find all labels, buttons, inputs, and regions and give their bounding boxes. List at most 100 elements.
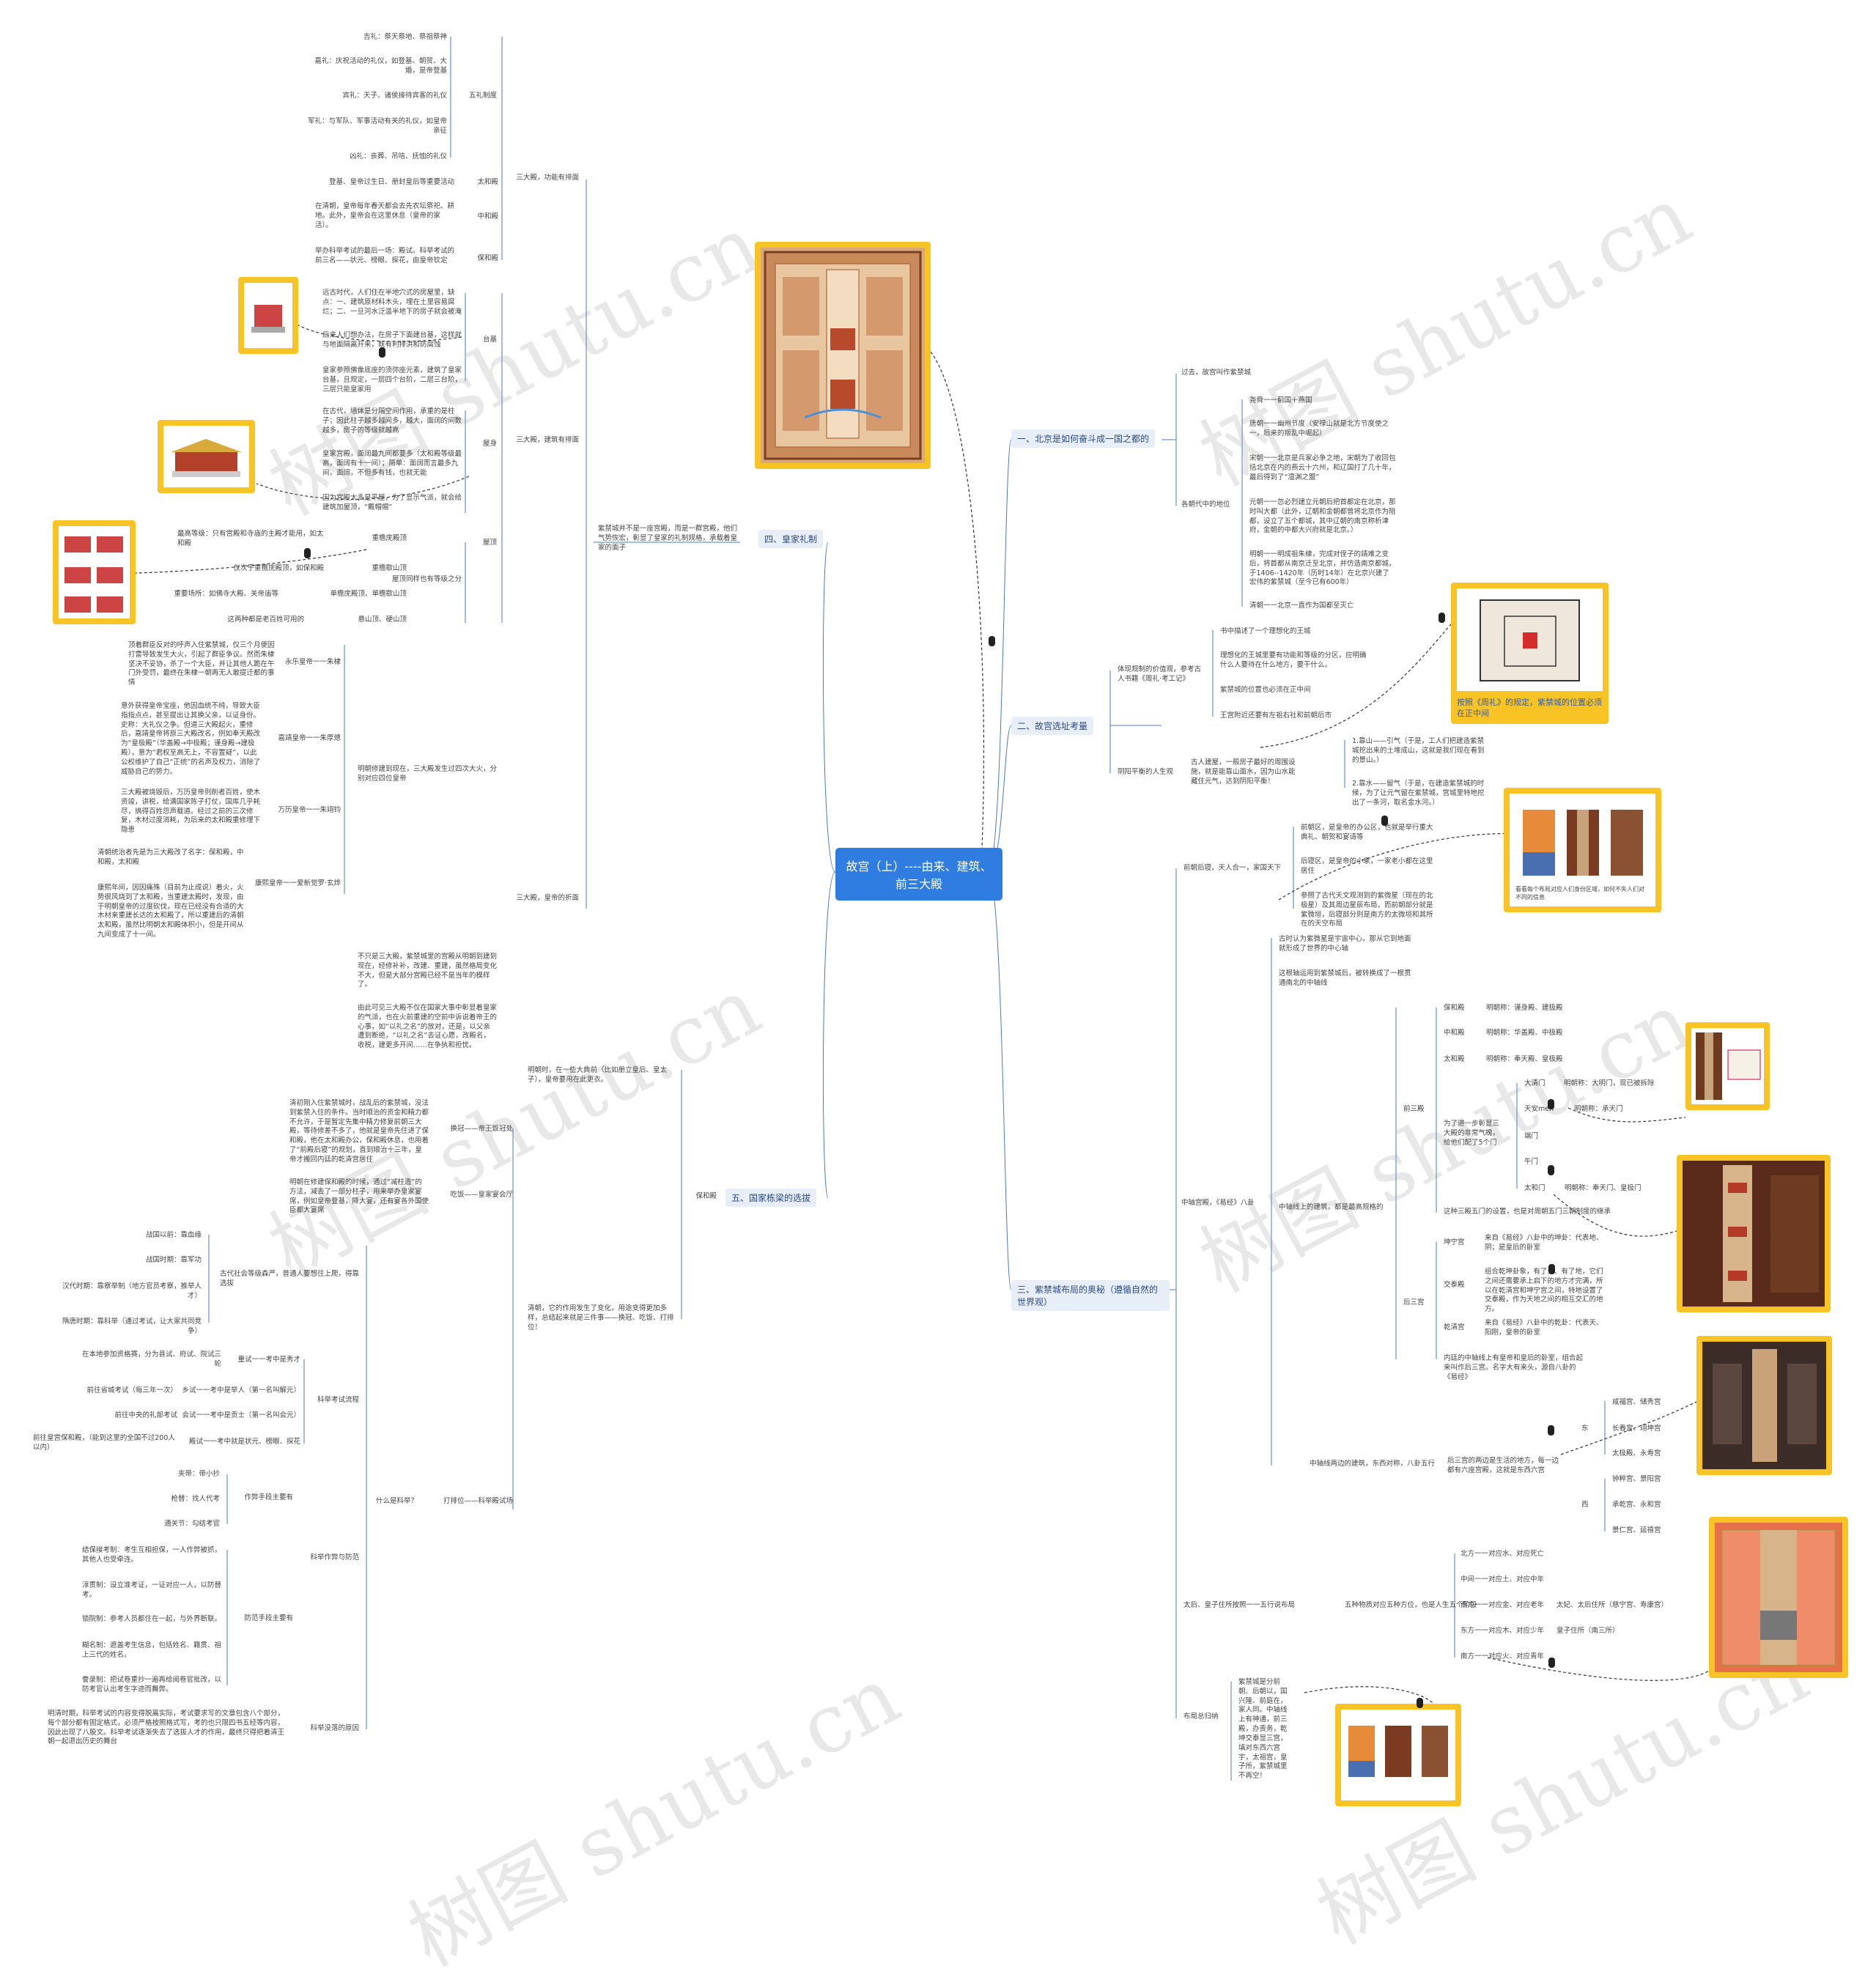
node-emp-3-desc[interactable]: 康熙年间，因因痛殊（目前为止成说）着火，火势很风烧到了太和殿，当重建太殿时，发现… — [97, 884, 244, 939]
node-base-label[interactable]: 台基 — [482, 336, 497, 344]
node-roof-2-b[interactable]: 单檐庑殿顶、单檐歇山顶 — [330, 590, 407, 598]
node-proc-3-b[interactable]: 殿试一一考中就是状元、榜眼、探花 — [188, 1438, 300, 1446]
branch-rites[interactable]: 四、皇家礼制 — [758, 530, 824, 548]
node-east-2[interactable]: 太极殿、永寿宫 — [1612, 1449, 1661, 1457]
node-process-label[interactable]: 科举考试流程 — [317, 1396, 359, 1404]
node-emp-0[interactable]: 永乐皇帝一一朱棣 — [284, 658, 341, 666]
node-three-2-sub[interactable]: 明朝称：奉天殿、皇极殿 — [1486, 1055, 1563, 1063]
node-west-1[interactable]: 承乾宫、永和宫 — [1612, 1501, 1661, 1509]
node-side-desc[interactable]: 后三宫的两边是生活的地方，每一边都有六座宫殿，这就是东西六宫 — [1447, 1457, 1559, 1474]
node-east-label[interactable]: 东 — [1581, 1425, 1589, 1433]
node-conclusion-1[interactable]: 不只是三大殿，紫禁城里的宫殿从明朝到建到现在，经修补补，改建、重建，虽然格局变化… — [358, 953, 498, 989]
node-el-4[interactable]: 南方一一对应火、对应青年 — [1460, 1652, 1545, 1660]
node-emp-2[interactable]: 万历皇帝一一朱翊钧 — [278, 806, 341, 814]
node-qing-note[interactable]: 清朝统治者先是为三大殿改了名字：保和殿，中和殿，太和殿 — [97, 849, 244, 866]
node-proc-2-b[interactable]: 会试一一考中是贡士（第一名叫会元） — [182, 1411, 300, 1419]
node-decline-text[interactable]: 明清时期，科举考试的内容变得脱离实际，考试要求写的文章包含八个部分，每个部分都有… — [48, 1710, 285, 1746]
node-fengshui-label[interactable]: 阴阳平衡的人生观 — [1118, 768, 1174, 776]
node-roof-3-b[interactable]: 悬山顶、硬山顶 — [358, 616, 407, 624]
node-body-label[interactable]: 屋身 — [482, 440, 497, 448]
node-gates-note[interactable]: 这种三殿五门的设置，也是对周朝五门三朝制度的继承 — [1444, 1208, 1611, 1216]
node-ancient-1[interactable]: 战国时期：靠军功 — [145, 1256, 202, 1264]
node-past[interactable]: 过去，故宫叫作紫禁城 — [1181, 369, 1252, 377]
node-axis-label[interactable]: 中轴宫殿，《易经》八卦 — [1181, 1199, 1255, 1207]
node-dyn-1[interactable]: 唐朝一一幽州节度（安禄山就是北方节度使之一，后来的叛乱中崛起） — [1249, 420, 1389, 437]
root-topic[interactable]: 故宫（上）----由来、建筑、前三大殿 — [835, 848, 1002, 901]
node-thing-0-desc[interactable]: 清初刚入住紫禁城时，战乱后的紫禁城，没法到紫禁入住的条件。当时顺治的资金和精力都… — [289, 1099, 429, 1164]
node-rites-0[interactable]: 书中描述了一个理想化的王城 — [1220, 627, 1311, 635]
node-body-0[interactable]: 在古代，墙体是分隔空间作用，承重的是柱子；因此柱子越多越间多，越大，面阔的间数越… — [322, 407, 462, 435]
node-hall-2-desc[interactable]: 举办科举考试的最后一场：殿试。科举考试的前三名——状元、榜眼、探花，由皇帝钦定 — [315, 247, 455, 265]
node-dynasty-label[interactable]: 各朝代中的地位 — [1181, 500, 1230, 509]
node-front-2[interactable]: 参照了古代天文观测到的紫微星（现在的北极星）及其周边星辰布局，而前朝部分就是紫微… — [1301, 892, 1433, 928]
collapse-dot[interactable] — [1548, 1099, 1554, 1109]
node-gate-1-sub[interactable]: 明朝称：承天门 — [1574, 1105, 1623, 1113]
node-roof-1-b[interactable]: 重檐歇山顶 — [372, 564, 407, 572]
node-proc-0-a[interactable]: 在本地参加资格赛，分为县试、府试、院试三轮 — [82, 1350, 222, 1368]
node-gate-0[interactable]: 大清门 — [1524, 1079, 1546, 1087]
node-west-label[interactable]: 西 — [1581, 1501, 1589, 1509]
node-roof-2-a[interactable]: 重要场所：如佛寺大殿、关帝庙等 — [174, 590, 278, 598]
node-east-0[interactable]: 咸福宫、储秀宫 — [1612, 1398, 1661, 1406]
node-hall-0[interactable]: 太和殿 — [477, 178, 498, 186]
collapse-dot[interactable] — [1548, 1165, 1554, 1175]
node-cheat-label[interactable]: 科举作弊与防范 — [310, 1553, 359, 1562]
node-roof-main[interactable]: 屋顶同样也有等级之分 — [391, 575, 462, 583]
node-back-1-sub[interactable]: 组合乾坤卦象，有了天、有了地，它们之间还需要承上启下的地方才完满，所以在乾清宫和… — [1485, 1268, 1603, 1314]
node-hall-2[interactable]: 保和殿 — [477, 254, 498, 262]
node-back-0-sub[interactable]: 来自《易经》八卦中的坤卦：代表地、阴；是皇后的卧室 — [1485, 1234, 1603, 1252]
node-side-label[interactable]: 中轴线两边的建筑，东西对称，八卦五行 — [1310, 1460, 1436, 1468]
node-emp-1[interactable]: 嘉靖皇帝一一朱厚熜 — [278, 734, 341, 742]
node-gate-4-sub[interactable]: 明朝称：奉天门、皇极门 — [1565, 1184, 1642, 1192]
node-b5-intro[interactable]: 明朝时，在一些大典前（比如册立皇后、皇太子），皇帝要用在此更衣。 — [528, 1066, 668, 1084]
collapse-dot[interactable] — [379, 347, 385, 358]
node-rite-4[interactable]: 凶礼：丧葬、吊唁、抚恤的礼仪 — [349, 152, 447, 160]
node-conclusion-2[interactable]: 由此可见三大殿不仅在国家大事中彰显着皇家的气派，也在火前重建的空前中诉说着帝王的… — [358, 1004, 498, 1050]
node-method-1[interactable]: 枪替：找人代考 — [171, 1495, 220, 1503]
node-gate-2[interactable]: 端门 — [1524, 1132, 1539, 1140]
node-methods-label[interactable]: 作弊手段主要有 — [244, 1493, 293, 1501]
node-el-0[interactable]: 北方一一对应水、对应死亡 — [1460, 1550, 1545, 1558]
node-three-1-sub[interactable]: 明朝称：华盖殿、中极殿 — [1486, 1029, 1563, 1037]
node-back-1[interactable]: 交泰殿 — [1444, 1281, 1465, 1289]
node-thing-2[interactable]: 打排位——科举殿试场 — [443, 1497, 513, 1505]
node-front-1[interactable]: 后寝区，是皇帝的小家，一家老小都在这里居住 — [1301, 857, 1433, 875]
node-rite-1[interactable]: 嘉礼：庆祝活动的礼仪，如登基、朝贺、大婚，是帝登基 — [314, 57, 447, 75]
node-gate-4[interactable]: 太和门 — [1524, 1184, 1546, 1192]
branch-selection[interactable]: 五、国家栋梁的选拔 — [725, 1189, 817, 1207]
collapse-dot[interactable] — [1381, 816, 1388, 826]
collapse-dot[interactable] — [1548, 1264, 1555, 1274]
collapse-dot[interactable] — [989, 636, 995, 646]
node-emp-1-desc[interactable]: 意外获得皇帝宝座，他因血统不纯，导致大臣指指点点，甚至提出让其换父亲，以证身份。… — [121, 702, 261, 776]
node-back-note[interactable]: 内廷的中轴线上有皇帝和皇后的卧室，组合起来叫作后三宫。名字大有来头，源自八卦的《… — [1444, 1354, 1584, 1381]
node-func-label[interactable]: 三大殿，功能有排面 — [516, 174, 579, 182]
node-gate-3[interactable]: 午门 — [1524, 1158, 1539, 1166]
node-el-3-r[interactable]: 皇子住所（南三所） — [1556, 1627, 1620, 1635]
node-back-0[interactable]: 坤宁宫 — [1444, 1238, 1465, 1246]
node-summary-label[interactable]: 布局总归纳 — [1183, 1712, 1219, 1721]
node-hall-1[interactable]: 中和殿 — [477, 213, 498, 221]
node-three-1[interactable]: 中和殿 — [1444, 1029, 1465, 1037]
node-east-1[interactable]: 长春宫、翊坤宫 — [1612, 1425, 1661, 1433]
collapse-dot[interactable] — [1548, 1425, 1554, 1435]
node-base-0[interactable]: 远古时代，人们住在半地穴式的房屋里，缺点：一、建筑原材料木头，埋在土里容易腐烂；… — [322, 289, 462, 316]
node-thing-1[interactable]: 吃饭——皇家宴会厅 — [450, 1191, 513, 1199]
node-axis-mid[interactable]: 中轴线上的建筑，都是最高规格的 — [1279, 1203, 1384, 1211]
node-gates-label[interactable]: 前三殿 — [1403, 1105, 1425, 1113]
node-b5-hall[interactable]: 保和殿 — [695, 1192, 717, 1200]
node-base-1[interactable]: 后来人们想办法，在房子下面建台基，这样就与地面隔离开来，既有利排洪和防腐蚀 — [322, 331, 462, 349]
node-rite-2[interactable]: 宾礼：天子、诸侯接待宾客的礼仪 — [342, 92, 447, 100]
node-prevent-4[interactable]: 誊录制：把试卷重抄一遍再给阅卷官批改，以防考官认出考生字迹而舞弊。 — [82, 1676, 222, 1693]
node-dyn-5[interactable]: 清朝一一北京一直作为国都至灭亡 — [1249, 602, 1354, 610]
node-build-label[interactable]: 三大殿，建筑有排面 — [516, 436, 579, 444]
node-rite-0[interactable]: 吉礼：祭天祭地、祭祖祭神 — [363, 33, 447, 41]
node-method-0[interactable]: 夹带：带小抄 — [177, 1470, 220, 1478]
node-prevent-label[interactable]: 防范手段主要有 — [244, 1614, 293, 1622]
node-proc-1-b[interactable]: 乡试一一考中是举人（第一名叫解元） — [182, 1386, 300, 1394]
node-decline-label[interactable]: 科举没落的原因 — [310, 1724, 359, 1732]
node-elements-mid[interactable]: 五种物质对应五种方位，也是人生五个阶段 — [1345, 1601, 1477, 1609]
node-roof-0-b[interactable]: 重檐庑殿顶 — [372, 534, 407, 542]
node-back-2[interactable]: 乾清宫 — [1444, 1323, 1465, 1331]
node-history-label[interactable]: 三大殿，皇帝的折面 — [516, 894, 579, 902]
node-proc-1-a[interactable]: 前往省城考试（每三年一次） — [86, 1386, 177, 1394]
